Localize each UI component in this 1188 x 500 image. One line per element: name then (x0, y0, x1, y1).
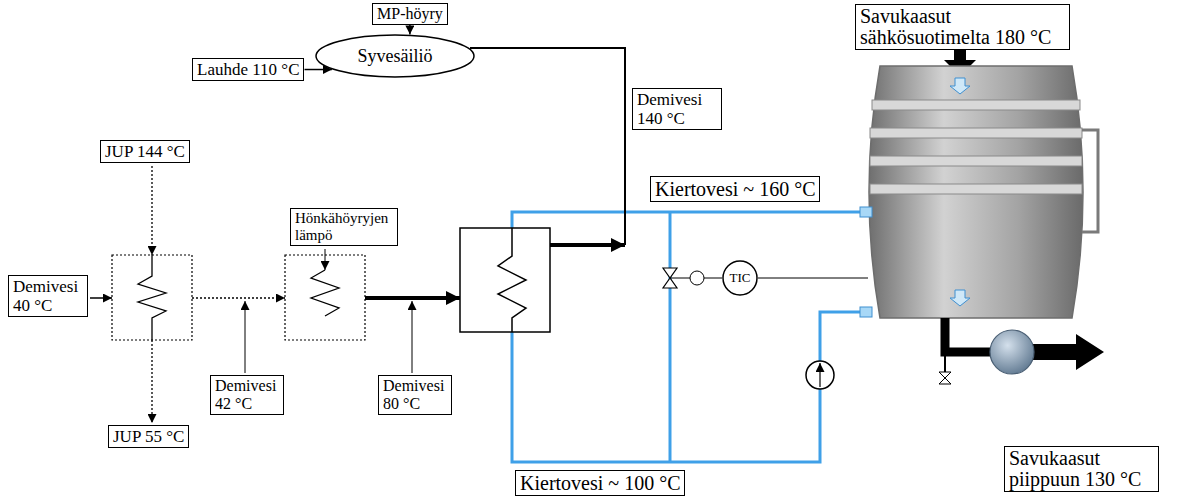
label-box: Kiertovesi ~ 100 °C (515, 470, 685, 496)
flow-arrow (950, 78, 970, 94)
node-text: TIC (730, 271, 751, 286)
exchanger-coil (311, 270, 339, 316)
flue-gas-cooler (869, 66, 1083, 318)
fan-symbol (990, 330, 1034, 374)
label-box: Demivesi 80 °C (378, 375, 452, 415)
label-box: Hönkähöyryjen lämpö (290, 208, 398, 246)
exchanger-coil (138, 255, 166, 340)
flue-duct (945, 318, 992, 352)
valve-actuator (690, 271, 704, 285)
node-text: Kiertovesi ~ 160 °C (655, 178, 815, 200)
cooler-band (870, 156, 1082, 166)
tank-outline (316, 35, 474, 77)
feed-line (365, 296, 460, 300)
node-text: Kiertovesi ~ 100 °C (520, 472, 680, 494)
circulation-pipe (512, 212, 864, 228)
label-box: Kiertovesi ~ 160 °C (650, 176, 820, 202)
node-text: JUP 55 °C (113, 427, 184, 446)
node-text: Lauhde 110 °C (197, 60, 299, 79)
node-text: Savukaasut sähkösuotimelta 180 °C (860, 6, 1065, 48)
node-text: Demivesi 42 °C (215, 377, 279, 413)
node-text: Savukaasut piippuun 130 °C (1009, 448, 1154, 490)
label-box: Demivesi 140 °C (632, 88, 722, 130)
flow-arrow (950, 290, 970, 306)
label-box: Savukaasut piippuun 130 °C (1004, 446, 1159, 492)
exchanger-coil (498, 228, 526, 332)
node-text: Demivesi 80 °C (383, 377, 447, 413)
cooler-band (870, 184, 1082, 194)
pipe-nozzle (860, 307, 872, 317)
cooler-band (870, 128, 1082, 138)
drain-line (944, 356, 946, 372)
node-text: Demivesi 140 °C (637, 90, 717, 128)
label-box: Demivesi 42 °C (210, 375, 284, 415)
heating-line (151, 340, 152, 423)
controller-outline (723, 261, 757, 295)
cooler-band (872, 100, 1080, 110)
controller-circle: TIC (722, 260, 758, 296)
leader-line (412, 301, 413, 373)
heat-exchanger (460, 228, 550, 332)
cooler-handle (1082, 130, 1098, 232)
drain-valve (939, 372, 951, 384)
node-text: Syvesäiliö (358, 46, 433, 66)
label-box: MP-höyry (372, 3, 448, 25)
bypass-pipe (669, 212, 672, 462)
label-box: JUP 144 °C (100, 140, 190, 163)
node-text: MP-höyry (377, 5, 443, 23)
heat-exchanger (112, 255, 192, 340)
flow-arrow (409, 25, 411, 34)
flue-gas-arrow (1030, 334, 1104, 370)
leader-line (325, 249, 326, 270)
flow-arrow (304, 69, 331, 71)
signal-line (670, 278, 690, 279)
tank-ellipse: Syvesäiliö (315, 34, 475, 78)
signal-line (704, 278, 722, 279)
feed-line (470, 48, 625, 245)
label-box: Demivesi 40 °C (8, 275, 88, 317)
label-box: Lauhde 110 °C (192, 58, 304, 81)
feed-line (192, 297, 285, 299)
pump-symbol (806, 361, 834, 389)
heating-line (151, 166, 152, 255)
circulation-pipe (512, 312, 864, 462)
label-box: JUP 55 °C (108, 425, 189, 448)
signal-line (758, 278, 868, 279)
pipe-nozzle (860, 207, 872, 217)
feed-line (550, 243, 625, 247)
node-text: Demivesi 40 °C (13, 277, 83, 315)
label-box: Savukaasut sähkösuotimelta 180 °C (855, 4, 1070, 50)
node-text: Hönkähöyryjen lämpö (295, 210, 393, 244)
pump-arrow (819, 363, 820, 387)
feed-line (90, 297, 112, 299)
node-text: JUP 144 °C (105, 142, 185, 161)
leader-line (245, 301, 246, 373)
